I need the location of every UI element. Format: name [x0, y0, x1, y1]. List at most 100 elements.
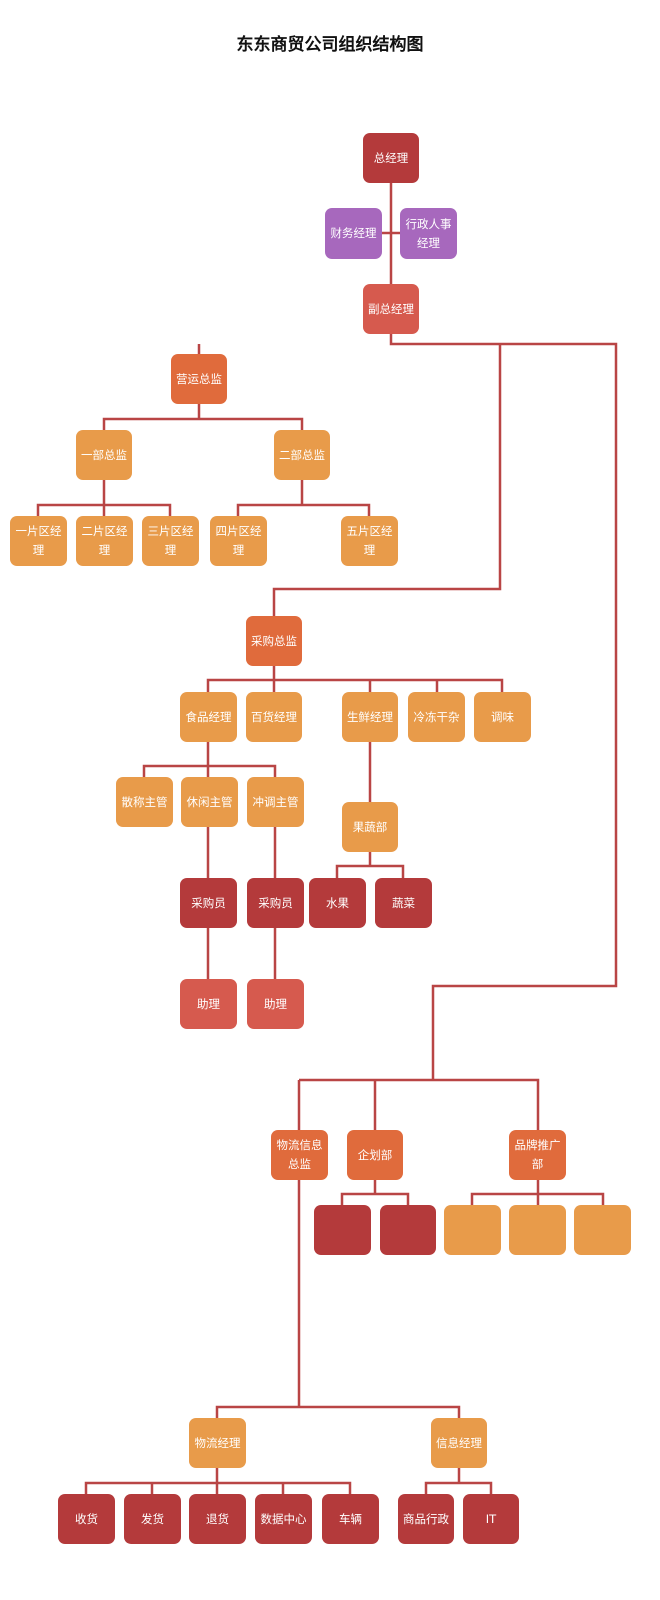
node-label: 物流信息总监 [276, 1138, 323, 1171]
node-area1-manager[interactable]: 一片区经理 [10, 516, 67, 566]
connector-fruitveg-children [335, 852, 405, 878]
node-label: 助理 [197, 996, 220, 1011]
chart-title: 东东商贸公司组织结构图 [236, 35, 424, 55]
node-dept1-director[interactable]: 一部总监 [76, 430, 132, 480]
node-label: 采购员 [191, 895, 226, 910]
node-brand-child-1[interactable] [444, 1205, 501, 1255]
node-fruit-veg-dept[interactable]: 果蔬部 [342, 802, 398, 852]
node-label: 冷冻干杂 [413, 709, 460, 724]
node-label: 物流经理 [194, 1435, 241, 1450]
node-area3-manager[interactable]: 三片区经理 [142, 516, 199, 566]
node-info-manager[interactable]: 信息经理 [431, 1418, 487, 1468]
node-label: 果蔬部 [352, 819, 388, 834]
node-label: 二片区经理 [81, 524, 128, 557]
node-brand-child-3[interactable] [574, 1205, 631, 1255]
node-label: 二部总监 [279, 447, 325, 462]
node-area4-manager[interactable]: 四片区经理 [210, 516, 267, 566]
node-beverage-supervisor[interactable]: 冲调主管 [247, 777, 304, 827]
node-logistics-manager[interactable]: 物流经理 [189, 1418, 246, 1468]
connector-dept2-areas [236, 480, 371, 516]
node-label: 收货 [75, 1511, 98, 1526]
node-label: 休闲主管 [186, 794, 233, 809]
node-label: 总经理 [373, 150, 409, 165]
node-label: 食品经理 [185, 709, 232, 724]
node-data-center[interactable]: 数据中心 [255, 1494, 312, 1544]
node-brand-child-2[interactable] [509, 1205, 566, 1255]
node-buyer-2[interactable]: 采购员 [247, 878, 304, 928]
node-label: 一片区经理 [15, 524, 62, 557]
node-label: 百货经理 [251, 709, 297, 724]
node-receiving[interactable]: 收货 [58, 1494, 115, 1544]
node-fresh-manager[interactable]: 生鲜经理 [342, 692, 398, 742]
node-merch-admin[interactable]: 商品行政 [398, 1494, 454, 1544]
node-label: 发货 [141, 1511, 164, 1526]
node-logistics-info-director[interactable]: 物流信息总监 [271, 1130, 328, 1180]
connector-food-supervisors [142, 742, 277, 777]
node-seasoning[interactable]: 调味 [474, 692, 531, 742]
node-shipping[interactable]: 发货 [124, 1494, 181, 1544]
node-finance-manager[interactable]: 财务经理 [325, 208, 382, 259]
connector-logistics-children [84, 1468, 352, 1494]
node-label: 水果 [326, 895, 349, 910]
node-label: 营运总监 [176, 371, 222, 386]
connector-brand-children [470, 1180, 605, 1205]
node-buyer-1[interactable]: 采购员 [180, 878, 237, 928]
node-label: 生鲜经理 [347, 709, 393, 724]
node-label: 散称主管 [121, 794, 168, 809]
node-label: 助理 [264, 996, 287, 1011]
connector-deputy-bus [389, 334, 618, 1080]
node-label: 数据中心 [260, 1511, 307, 1526]
connector-info-children [424, 1468, 493, 1494]
node-label: 副总经理 [368, 301, 414, 316]
node-purchase-director[interactable]: 采购总监 [246, 616, 302, 666]
connector-purchase-branch [272, 344, 502, 616]
node-label: 品牌推广部 [514, 1138, 561, 1171]
node-label: 采购总监 [251, 633, 297, 648]
node-bulk-supervisor[interactable]: 散称主管 [116, 777, 173, 827]
node-vegetable[interactable]: 蔬菜 [375, 878, 432, 928]
node-assistant-2[interactable]: 助理 [247, 979, 304, 1029]
node-label: 一部总监 [81, 447, 127, 462]
node-label: 蔬菜 [392, 895, 415, 910]
node-label: 退货 [206, 1511, 229, 1526]
node-area5-manager[interactable]: 五片区经理 [341, 516, 398, 566]
node-brand-promo-dept[interactable]: 品牌推广部 [509, 1130, 566, 1180]
node-hr-admin-manager[interactable]: 行政人事经理 [400, 208, 457, 259]
node-general-goods-manager[interactable]: 百货经理 [246, 692, 302, 742]
node-planning-child-1[interactable] [314, 1205, 371, 1255]
node-dept2-director[interactable]: 二部总监 [274, 430, 330, 480]
node-snack-supervisor[interactable]: 休闲主管 [181, 777, 238, 827]
node-label: 车辆 [339, 1511, 362, 1526]
node-label: 商品行政 [403, 1511, 449, 1526]
node-label: 调味 [491, 709, 514, 724]
node-label: 财务经理 [330, 226, 377, 240]
connector-planning-children [340, 1180, 410, 1205]
node-planning-dept[interactable]: 企划部 [347, 1130, 403, 1180]
connector-ops-depts [102, 404, 304, 430]
connector-purchase-managers [206, 666, 504, 692]
node-fruit[interactable]: 水果 [309, 878, 366, 928]
node-area2-manager[interactable]: 二片区经理 [76, 516, 133, 566]
node-vehicles[interactable]: 车辆 [322, 1494, 379, 1544]
node-ops-director[interactable]: 营运总监 [171, 354, 227, 404]
node-label: 信息经理 [436, 1435, 482, 1450]
node-returns[interactable]: 退货 [189, 1494, 246, 1544]
node-label: 三片区经理 [147, 524, 194, 557]
node-general-manager[interactable]: 总经理 [363, 133, 419, 183]
node-label: 冲调主管 [252, 794, 299, 809]
connector-lower-bus [297, 1078, 540, 1130]
connector-dept1-areas [36, 480, 172, 516]
node-food-manager[interactable]: 食品经理 [180, 692, 237, 742]
node-frozen-dry-goods[interactable]: 冷冻干杂 [408, 692, 465, 742]
node-label: 四片区经理 [215, 524, 262, 557]
node-label: 企划部 [357, 1147, 393, 1162]
node-planning-child-2[interactable] [380, 1205, 436, 1255]
node-assistant-1[interactable]: 助理 [180, 979, 237, 1029]
connector-logistics-info [215, 1180, 461, 1418]
node-label: 采购员 [258, 895, 293, 910]
node-label: IT [485, 1511, 497, 1526]
node-deputy-general-manager[interactable]: 副总经理 [363, 284, 419, 334]
node-label: 行政人事经理 [405, 216, 452, 250]
node-it[interactable]: IT [463, 1494, 519, 1544]
